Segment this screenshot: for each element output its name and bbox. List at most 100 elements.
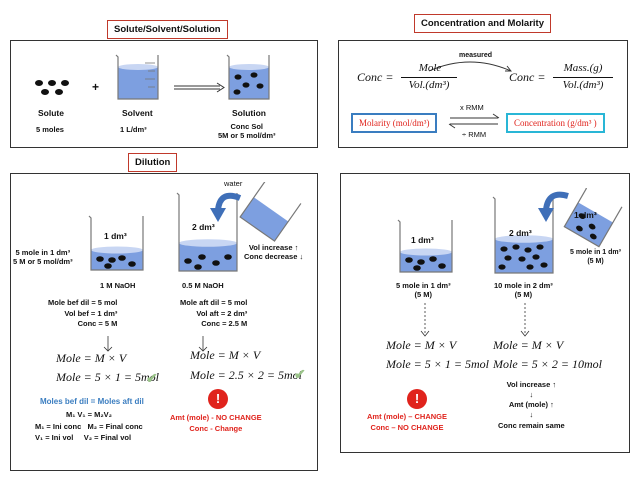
solvent-amount: 1 L/dm³ — [120, 125, 147, 134]
formula1-denominator: Vol.(dm³) — [408, 79, 450, 91]
after-mole: Mole aft dil = 5 mol — [180, 298, 248, 307]
after-dilution-values: Mole aft dil = 5 mol Vol aft = 2 dm³ Con… — [180, 298, 247, 330]
warning-icon: ! — [208, 389, 228, 409]
arrow-down-icon — [103, 336, 113, 352]
m1v1-equation: M₁ V₁ = M₂V₂ — [66, 410, 112, 419]
beaker-5-mole-desc-line1: 5 mole in 1 dm³ — [396, 281, 451, 290]
right-eq1a: Mole = M × V — [386, 338, 457, 352]
formula2-lhs: Conc = — [509, 70, 546, 84]
dilution-conclusion: Amt (mole) - NO CHANGE Conc - Change — [170, 413, 262, 434]
equilibrium-arrows-icon — [448, 113, 500, 129]
pour-solution-beaker — [563, 188, 623, 248]
conc-decrease-text: Conc decrease ↓ — [244, 252, 304, 262]
initial-solution-desc: 5 mole in 1 dm³ 5 M or 5 mol/dm³ — [13, 248, 73, 267]
definitions-row1: M₁ = Ini conc M₂ = Final conc — [35, 422, 143, 433]
solvent-beaker — [115, 54, 159, 100]
div-rmm-label: ÷ RMM — [462, 130, 487, 139]
amt-change-text: Amt (mole) – CHANGE — [367, 412, 448, 421]
pour-beaker-desc-line1: 5 mole in 1 dm³ — [570, 249, 621, 256]
beaker-10-mole-desc-line2: (5 M) — [514, 290, 533, 300]
beaker-10-mole — [492, 196, 554, 274]
moles-equal-title: Moles bef dil = Moles aft dil — [40, 397, 144, 406]
solution-conc: Conc Sol 5M or 5 mol/dm³ — [218, 122, 276, 141]
formula2-fraction-bar — [553, 77, 613, 78]
solution-conc-line1: Conc Sol — [230, 122, 264, 131]
beaker-5-mole — [397, 219, 453, 273]
title-dilution: Dilution — [128, 153, 178, 172]
before-conc: Conc = 5 M — [77, 319, 118, 328]
molarity-box: Molarity (mol/dm³) — [351, 113, 438, 133]
pour-arrow-icon — [210, 192, 242, 222]
left-eq1a: Mole = M × V — [56, 351, 127, 365]
adding-conclusion: Amt (mole) – CHANGE Conc – NO CHANGE — [367, 412, 447, 433]
left-eq2a: Mole = M × V — [190, 348, 261, 362]
conc-no-change-text: Conc – NO CHANGE — [370, 422, 444, 432]
beaker-05m-naoh — [176, 192, 238, 272]
arrow-down-glyph: ↓ — [529, 410, 534, 420]
amt-no-change-text: Amt (mole) - NO CHANGE — [170, 413, 262, 422]
solution-conc-line2: 5M or 5 mol/dm³ — [218, 131, 276, 141]
beaker-5-mole-desc-line2: (5 M) — [414, 290, 433, 300]
pour-beaker-desc-line2: (5 M) — [587, 257, 604, 265]
arrow-down-glyph: ↓ — [529, 390, 534, 400]
v2-definition: V₂ = Final vol — [83, 432, 132, 442]
solute-dot — [35, 80, 43, 86]
solute-label: Solute — [38, 108, 64, 118]
adding-effect: Vol increase ↑ ↓ Amt (mole) ↑ ↓ Conc rem… — [498, 380, 565, 431]
formula2-numerator: Mass.(g) — [563, 62, 603, 74]
formula1-lhs: Conc = — [357, 70, 394, 84]
right-eq2b: Mole = 5 × 2 = 10mol — [493, 357, 602, 371]
solute-amount: 5 moles — [36, 125, 64, 134]
formula1-fraction-bar — [401, 77, 457, 78]
solution-beaker — [226, 54, 270, 100]
solute-dot — [61, 80, 69, 86]
vol-increase-text: Vol increase ↑ — [248, 243, 299, 252]
after-conc: Conc = 2.5 M — [201, 319, 248, 328]
solution-label: Solution — [232, 108, 266, 118]
left-eq2b: Mole = 2.5 × 2 = 5mol — [190, 368, 302, 382]
pour-beaker-volume: 1 dm³ — [574, 210, 597, 220]
definitions-row2: V₁ = Ini vol V₂ = Final vol — [35, 433, 143, 444]
conc-change-text: Conc - Change — [189, 423, 243, 433]
initial-desc-line2: 5 M or 5 mol/dm³ — [13, 257, 73, 267]
variable-definitions: M₁ = Ini conc M₂ = Final conc V₁ = Ini v… — [35, 422, 143, 444]
left-eq1b: Mole = 5 × 1 = 5mol — [56, 370, 159, 384]
solute-dot — [41, 89, 49, 95]
beaker-5-mole-volume: 1 dm³ — [411, 235, 434, 245]
water-pour-beaker — [239, 182, 302, 242]
beaker-1m-naoh — [88, 215, 144, 271]
beaker-1m-volume: 1 dm³ — [104, 231, 127, 241]
beaker-05m-name: 0.5 M NaOH — [182, 281, 224, 290]
solvent-label: Solvent — [122, 108, 153, 118]
formula1-numerator: Mole — [418, 62, 442, 74]
pour-beaker-desc: 5 mole in 1 dm³ (5 M) — [570, 249, 621, 267]
title-solute-solvent: Solute/Solvent/Solution — [107, 20, 228, 39]
times-rmm-label: x RMM — [460, 103, 484, 112]
beaker-10-mole-desc: 10 mole in 2 dm³ (5 M) — [494, 281, 553, 300]
warning-icon: ! — [407, 389, 427, 409]
concentration-box: Concentration (g/dm³ ) — [506, 113, 605, 133]
beaker-10-mole-volume: 2 dm³ — [509, 228, 532, 238]
solute-dot — [48, 80, 56, 86]
measured-curve — [428, 61, 512, 72]
m1-definition: M₁ = Ini conc — [35, 422, 82, 431]
before-mole: Mole bef dil = 5 mol — [48, 298, 118, 307]
vol-increase-text: Vol increase ↑ — [506, 380, 557, 389]
dilution-effect: Vol increase ↑ Conc decrease ↓ — [244, 243, 303, 262]
water-label: water — [224, 179, 243, 188]
initial-desc-line1: 5 mole in 1 dm³ — [15, 248, 71, 257]
conc-same-text: Conc remain same — [498, 420, 565, 430]
beaker-05m-volume: 2 dm³ — [192, 222, 215, 232]
dashed-arrow-down-icon — [420, 303, 430, 337]
beaker-1m-name: 1 M NaOH — [100, 281, 136, 290]
before-vol: Vol bef = 1 dm³ — [64, 308, 118, 318]
beaker-5-mole-desc: 5 mole in 1 dm³ (5 M) — [396, 281, 451, 300]
solute-dot — [55, 89, 63, 95]
check-icon: ✔ — [146, 370, 158, 386]
formula2-denominator: Vol.(dm³) — [562, 79, 604, 91]
dashed-arrow-down-icon — [520, 303, 530, 337]
pour-arrow-icon — [538, 191, 569, 222]
title-concentration-molarity: Concentration and Molarity — [414, 14, 551, 33]
arrow-right-icon — [174, 82, 225, 93]
before-dilution-values: Mole bef dil = 5 mol Vol bef = 1 dm³ Con… — [48, 298, 117, 330]
